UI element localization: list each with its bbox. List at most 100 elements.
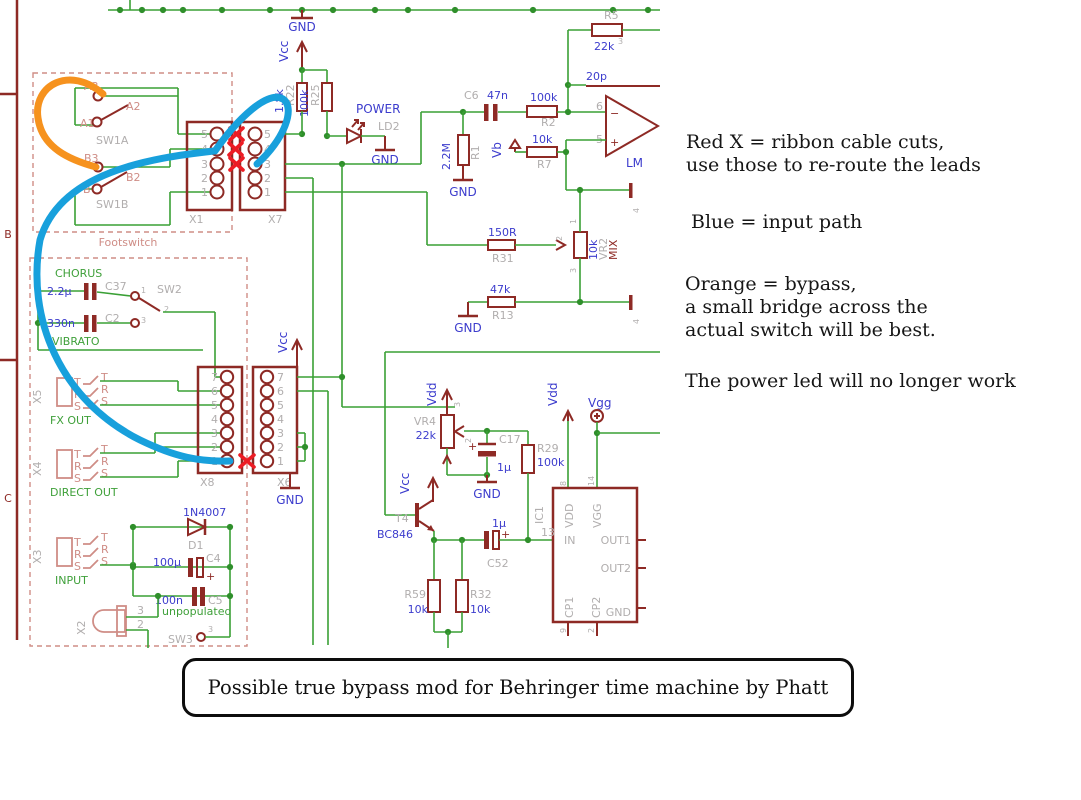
opamp-pin6: 6 [596, 100, 603, 113]
x3-r: R [74, 548, 82, 561]
x3-r2: R [101, 543, 109, 556]
x8-pin4: 4 [211, 413, 218, 426]
jack-x4: X4 T R S T R S DIRECT OUT [31, 443, 118, 499]
c4-ref: C4 [206, 552, 221, 565]
note-red-line2: use those to re-route the leads [686, 154, 981, 176]
gnd-label-led: GND [371, 153, 399, 167]
x5-t: T [73, 376, 81, 389]
x7-pin5: 5 [264, 128, 271, 141]
ic1-cp2: CP2 [590, 597, 603, 618]
vr2-ref: VR2 [597, 238, 610, 260]
delay-bias-section: Vdd VR4 22k 3 2 + C17 1µ GND R29 100k Vc… [377, 351, 660, 648]
ic1-ref: IC1 [533, 506, 546, 524]
ic1-in: IN [564, 534, 575, 547]
sw2-pin3: 3 [141, 316, 146, 325]
x2-pin2: 2 [137, 618, 144, 631]
c5-note: unpopulated [162, 605, 231, 618]
connector-x6: 7 6 5 4 3 2 1 X6 Vcc GND [251, 332, 346, 645]
c4-value: 100µ [153, 556, 181, 569]
pin-a1: A1 [80, 117, 95, 130]
x2-ref: X2 [75, 620, 88, 635]
connector-x8: 7 6 5 4 3 2 1 X8 [196, 365, 244, 489]
switch-sw3: SW3 3 [168, 625, 230, 646]
x4-s: S [74, 472, 81, 485]
sw2-pin1: 1 [141, 286, 146, 295]
r2-value: 100k [530, 91, 558, 104]
x8-ref: X8 [200, 476, 215, 489]
x6-pin3: 3 [277, 427, 284, 440]
x3-t: T [73, 536, 81, 549]
note-orange: Orange = bypass, a small bridge across t… [685, 273, 936, 342]
gnd-label-c17: GND [473, 487, 501, 501]
t4-value: BC846 [377, 528, 413, 541]
power-led-section: Vcc 1.8k R22 100k R25 POWER LD2 GND [273, 39, 400, 167]
x7-signal-wires [285, 111, 488, 645]
c52-value: 1µ [492, 517, 506, 530]
vgg-label: Vgg [588, 396, 611, 410]
x1-pin1: 1 [201, 186, 208, 199]
x5-s: S [74, 400, 81, 413]
d1-ref: D1 [188, 539, 203, 552]
x4-t: T [73, 448, 81, 461]
note-blue-line: Blue = input path [691, 211, 863, 233]
r5-value: 22k [594, 40, 615, 53]
r29-value: 100k [537, 456, 565, 469]
c4-plus: + [206, 570, 215, 583]
vdd-label-1: Vdd [425, 383, 439, 406]
vr2-pin2: 2 [555, 236, 564, 241]
x1-pin2: 2 [201, 172, 208, 185]
input-label: INPUT [55, 574, 88, 587]
note-power-line: The power led will no longer work [685, 370, 1016, 392]
gnd-label-r13: GND [454, 321, 482, 335]
x1-ref: X1 [189, 213, 204, 226]
ic1-out1: OUT1 [601, 534, 631, 547]
x4-s2: S [101, 467, 108, 480]
led-ld2 [346, 119, 365, 145]
note-orange-line3: actual switch will be best. [685, 319, 936, 341]
x4-ref: X4 [31, 461, 44, 476]
r5-ref: R5 [604, 9, 619, 22]
x8-pin7: 7 [211, 371, 218, 384]
x6-pin2: 2 [277, 441, 284, 454]
x6-pin6: 6 [277, 385, 284, 398]
ic1-out2: OUT2 [601, 562, 631, 575]
x4-r: R [74, 460, 82, 473]
jack-section: CHORUS VIBRATO 2.2µ C37 330n C2 1 2 3 SW… [29, 257, 248, 648]
x8-pin3: 3 [211, 427, 218, 440]
switch-sw1a: A3 A1 A2 SW1A [80, 80, 141, 147]
r7-value: 10k [532, 133, 553, 146]
vr2-func: MIX [607, 239, 620, 260]
c2-ref: C2 [105, 312, 120, 325]
c17-plus: + [468, 440, 477, 453]
connector-x2: X2 3 2 [75, 592, 162, 648]
mix-pot-section: 150R R31 2 1 3 10k VR2 MIX 47k R13 4 GND [454, 186, 641, 335]
ribbon-cut-mark-x8 [238, 453, 256, 469]
x3-s: S [74, 560, 81, 573]
c37-value: 2.2µ [47, 285, 72, 298]
x1-pin5: 5 [201, 128, 208, 141]
opamp-label: LM [626, 156, 643, 170]
vdd-label-2: Vdd [546, 383, 560, 406]
x6-ref: X6 [277, 476, 292, 489]
x6-pin1: 1 [277, 455, 284, 468]
ld2-ref: LD2 [378, 120, 400, 133]
stub-pin-bottom: 4 [632, 319, 641, 324]
x8-pin6: 6 [211, 385, 218, 398]
frame-row-c: C [4, 492, 12, 505]
connector-x1: 5 4 3 2 1 X1 [185, 120, 234, 226]
r59-ref: R59 [404, 588, 426, 601]
fx-out-label: FX OUT [50, 414, 91, 427]
c5-ref: C5 [208, 594, 223, 607]
schematic-svg: B C GND Footswitch [0, 0, 661, 648]
ic1-vgg: VGG [591, 503, 604, 528]
x5-t2: T [100, 371, 108, 384]
r1-ref: R1 [469, 145, 482, 160]
c52-plus: + [501, 528, 510, 541]
x1-pin3: 3 [201, 158, 208, 171]
power-diode-caps: 1N4007 D1 100µ C4 + 100n C5 unpopulated [129, 506, 234, 637]
t4-ref: T4 [394, 512, 409, 525]
frame-row-b: B [4, 228, 12, 241]
jack-x3: X3 T R S T R S INPUT [31, 531, 109, 587]
vcc-label-1: Vcc [277, 41, 291, 62]
